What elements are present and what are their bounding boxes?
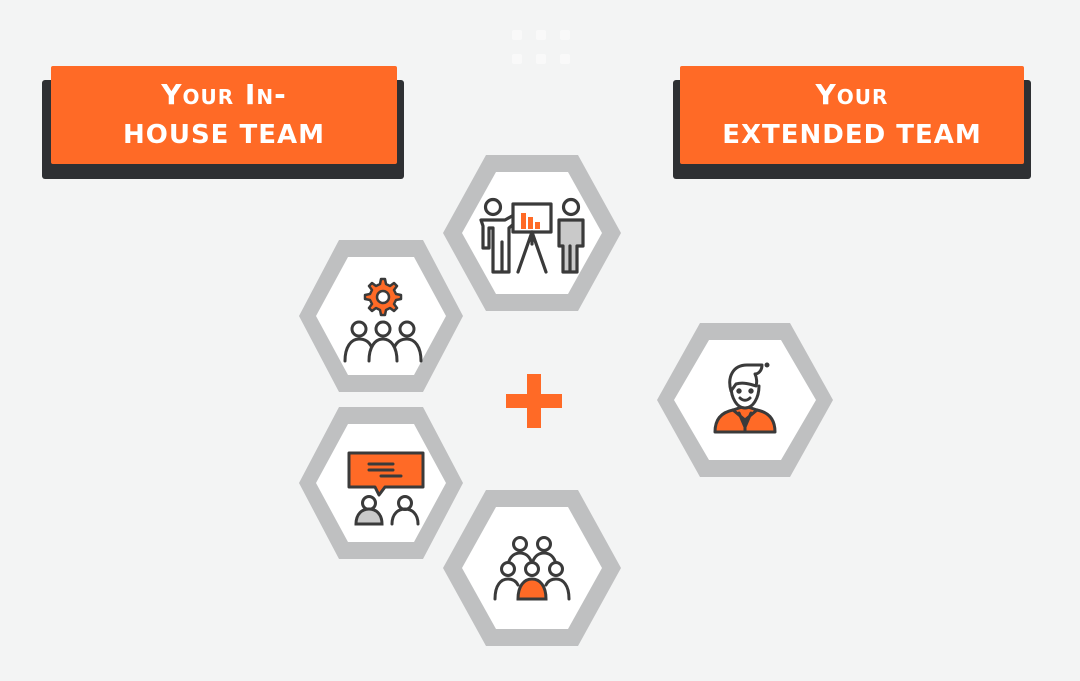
gear-icon — [363, 277, 403, 317]
extended-label-line2: EXTENDED TEAM — [722, 120, 982, 150]
speech-bubble-icon — [347, 451, 425, 497]
hex-presentation — [443, 155, 621, 311]
two-people-icon — [354, 495, 420, 526]
extended-team-label: Your EXTENDED TEAM — [673, 66, 1031, 179]
decorative-dots — [510, 28, 574, 68]
three-people-icon — [343, 320, 423, 363]
in-house-team-label: Your In- HOUSE TEAM — [42, 66, 404, 179]
in-house-label-line1: Your In- — [161, 78, 287, 111]
hex-gear-team — [299, 240, 463, 392]
extended-label-line1: Your — [815, 78, 889, 111]
hex-group — [443, 490, 621, 646]
presentation-icon — [479, 197, 585, 274]
group-icon — [493, 536, 571, 601]
in-house-label-line2: HOUSE TEAM — [122, 120, 325, 150]
person-icon — [713, 362, 777, 434]
plus-icon — [506, 374, 562, 428]
hex-chat-team — [299, 407, 463, 559]
hex-extended-person — [657, 323, 833, 477]
